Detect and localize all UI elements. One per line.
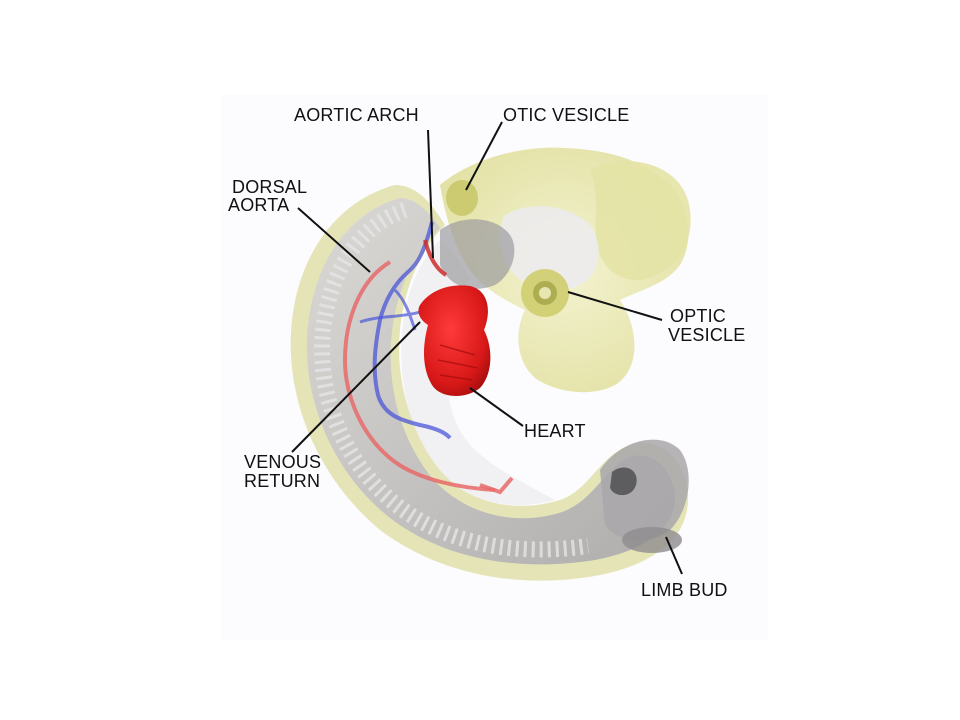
caudal-artery — [479, 476, 514, 495]
label-dorsal-aorta-line1: DORSAL — [232, 177, 308, 197]
leader-optic-vesicle — [567, 291, 663, 321]
head-inner — [499, 206, 599, 291]
dorsal-aorta-vessel — [342, 260, 496, 492]
aortic-arch-vessel — [423, 239, 448, 277]
label-optic-vesicle-line1: OPTIC — [670, 306, 727, 326]
optic-vesicle-center — [539, 287, 551, 299]
label-otic-vesicle: OTIC VESICLE — [503, 105, 630, 125]
label-limb-bud: LIMB BUD — [641, 580, 728, 600]
tail-dark-spot — [610, 467, 637, 496]
venous-vessels — [372, 221, 452, 440]
label-venous-return-line2: RETURN — [244, 471, 321, 491]
embryo-body — [306, 198, 676, 565]
leader-dorsal-aorta — [297, 207, 371, 273]
tail — [600, 439, 689, 541]
leader-otic-vesicle — [465, 121, 503, 191]
venous-branch — [359, 288, 421, 331]
leader-aortic-arch — [427, 129, 434, 259]
leader-heart — [469, 387, 524, 427]
label-optic-vesicle-line2: VESICLE — [668, 325, 746, 345]
label-aortic-arch: AORTIC ARCH — [294, 105, 419, 125]
otic-vesicle-shape — [446, 180, 478, 216]
pharyngeal-arches — [440, 219, 515, 289]
label-venous-return-line1: VENOUS — [244, 452, 322, 472]
leader-limb-bud — [665, 536, 683, 575]
limb-bud-shape — [622, 527, 682, 553]
heart-texture — [437, 344, 479, 381]
label-heart: HEART — [524, 421, 586, 441]
label-dorsal-aorta-line2: AORTA — [228, 195, 290, 215]
heart-shape — [418, 285, 491, 396]
forebrain-bulge — [590, 161, 691, 281]
leader-venous-return — [291, 321, 421, 453]
